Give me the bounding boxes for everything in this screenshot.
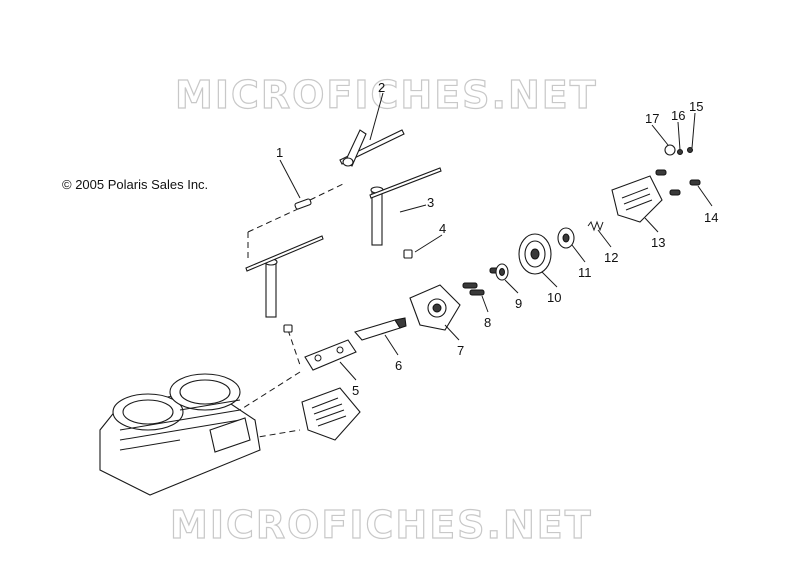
- part-seal-9: [495, 263, 509, 281]
- part-bolts-14: [655, 169, 701, 196]
- engine-cylinder-block: [99, 373, 261, 496]
- callout-labels: 1 2 3 4 5 6 7 8 9 10 11 12 13 14 15 16 1…: [276, 80, 718, 398]
- callout-13: 13: [651, 235, 665, 250]
- callout-7: 7: [457, 343, 464, 358]
- callout-5: 5: [352, 383, 359, 398]
- callout-3: 3: [427, 195, 434, 210]
- callout-9: 9: [515, 296, 522, 311]
- callout-8: 8: [484, 315, 491, 330]
- part-gear-11: [557, 227, 575, 249]
- callout-16: 16: [671, 108, 685, 123]
- part-hardware-15-17: [664, 144, 693, 156]
- callout-14: 14: [704, 210, 718, 225]
- part-rod-2: [339, 129, 405, 167]
- callout-1: 1: [276, 145, 283, 160]
- part-fitting-4: [403, 249, 413, 259]
- callout-6: 6: [395, 358, 402, 373]
- leader-lines: [279, 92, 713, 381]
- callout-17: 17: [645, 111, 659, 126]
- callout-15: 15: [689, 99, 703, 114]
- callout-2: 2: [378, 80, 385, 95]
- watermark-bottom: MICROFICHES.NET: [170, 503, 593, 547]
- part-reed-housing: [301, 387, 361, 441]
- part-plate-6: [354, 317, 407, 341]
- copyright-notice: © 2005 Polaris Sales Inc.: [62, 177, 208, 192]
- callout-11: 11: [578, 265, 592, 280]
- part-clip-1: [294, 198, 312, 210]
- part-cover-13: [611, 175, 663, 223]
- part-tube-left: [245, 235, 324, 333]
- part-spring-12: [587, 220, 604, 232]
- callout-10: 10: [547, 290, 561, 305]
- part-housing-7: [409, 284, 461, 331]
- part-gasket-5: [304, 339, 357, 371]
- part-impeller-10: [518, 233, 552, 275]
- callout-12: 12: [604, 250, 618, 265]
- watermark-top: MICROFICHES.NET: [175, 73, 598, 117]
- part-tube-3: [369, 167, 442, 246]
- callout-4: 4: [439, 221, 446, 236]
